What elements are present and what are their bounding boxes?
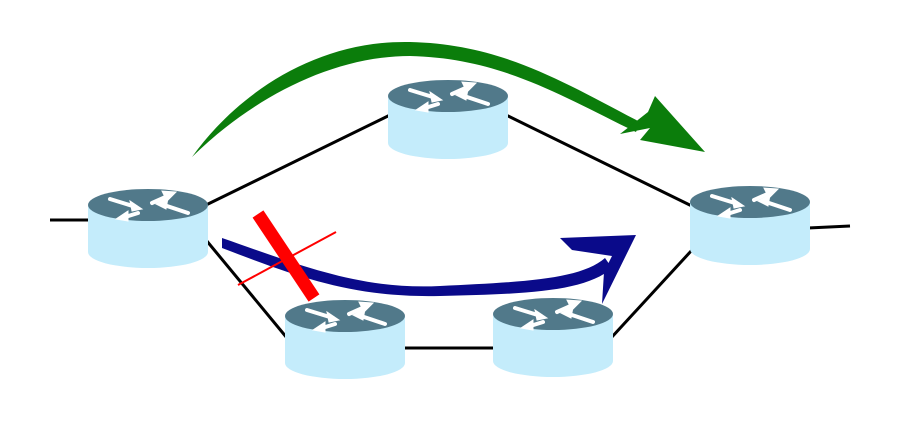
red-x-failure-mark [237, 210, 337, 302]
router-bottom-left [283, 298, 407, 381]
link-left-bottomleft [204, 239, 289, 339]
router-left [86, 187, 210, 270]
link-top-right [505, 113, 701, 212]
router-top [386, 78, 510, 161]
links [50, 113, 851, 350]
link-right-stub [807, 224, 851, 230]
link-left-top [205, 113, 391, 207]
router-right [688, 184, 812, 267]
green-path-arrow [192, 41, 705, 157]
link-bottomright-right [609, 248, 694, 340]
blue-rerouted-arrow [222, 235, 636, 304]
router-bottom-right [491, 296, 615, 379]
